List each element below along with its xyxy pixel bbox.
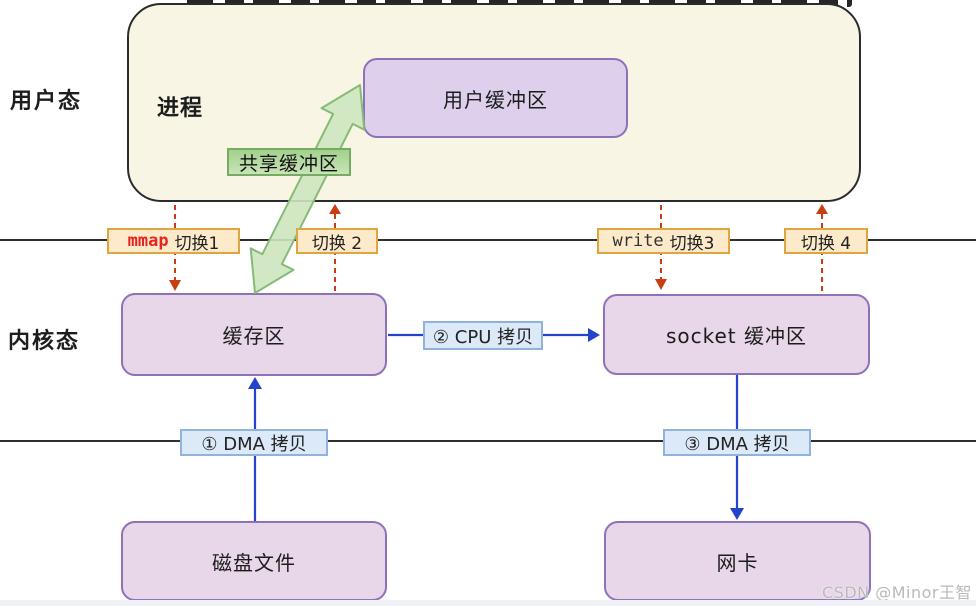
csdn-watermark: CSDN @Minor王智 — [822, 583, 972, 602]
user-mode-label: 用户态 — [10, 89, 83, 114]
switch-chip-2: 切换 2 — [296, 228, 378, 254]
process-label: 进程 — [157, 96, 204, 121]
cpu-copy-2-label: ② CPU 拷贝 — [432, 326, 534, 348]
switch-chip-write-3: write 切换3 — [597, 228, 730, 254]
switch2-arrowhead-up-icon — [329, 204, 341, 214]
user-kernel-boundary-line — [0, 239, 976, 241]
disk-file-node: 磁盘文件 — [121, 521, 387, 601]
dma1-arrowhead-up-icon — [248, 377, 262, 389]
mmap-keyword: mmap — [127, 231, 169, 251]
switch-4-label: 切换 4 — [800, 233, 852, 254]
user-buffer-label: 用户缓冲区 — [443, 87, 548, 112]
kernel-buffer-node: 缓存区 — [121, 293, 387, 376]
nic-label: 网卡 — [716, 550, 759, 575]
switch-chip-mmap-1: mmap 切换1 — [107, 228, 240, 254]
dma-copy-1-label: ① DMA 拷贝 — [201, 433, 307, 455]
switch-3-label: 切换3 — [669, 233, 715, 254]
switch-chip-4: 切换 4 — [784, 228, 868, 254]
kernel-buffer-label: 缓存区 — [222, 324, 286, 348]
switch4-arrowhead-up-icon — [816, 204, 828, 214]
cpu-copy-2-chip: ② CPU 拷贝 — [423, 321, 543, 350]
switch3-arrowhead-down-icon — [655, 279, 667, 290]
kernel-hardware-boundary-line — [0, 440, 976, 442]
dma-copy-1-chip: ① DMA 拷贝 — [180, 429, 328, 456]
socket-buffer-label: socket 缓冲区 — [665, 324, 808, 348]
dma-copy-3-label: ③ DMA 拷贝 — [684, 433, 790, 455]
shared-buffer-tag: 共享缓冲区 — [227, 148, 351, 176]
shared-buffer-tag-label: 共享缓冲区 — [238, 152, 339, 175]
socket-buffer-node: socket 缓冲区 — [603, 294, 870, 375]
dma-copy-3-chip: ③ DMA 拷贝 — [663, 429, 811, 456]
nic-node: 网卡 — [604, 521, 871, 601]
switch-2-label: 切换 2 — [311, 233, 363, 254]
user-buffer-node: 用户缓冲区 — [363, 58, 628, 138]
disk-file-label: 磁盘文件 — [212, 550, 296, 575]
bottom-edge-strip — [0, 600, 976, 606]
kernel-mode-label: 内核态 — [8, 329, 81, 354]
write-keyword: write — [612, 231, 664, 251]
dma3-arrowhead-down-icon — [730, 508, 744, 520]
switch1-arrowhead-down-icon — [169, 280, 181, 291]
switch-1-label: 切换1 — [174, 233, 220, 254]
cpu2-arrowhead-right-icon — [588, 328, 600, 342]
